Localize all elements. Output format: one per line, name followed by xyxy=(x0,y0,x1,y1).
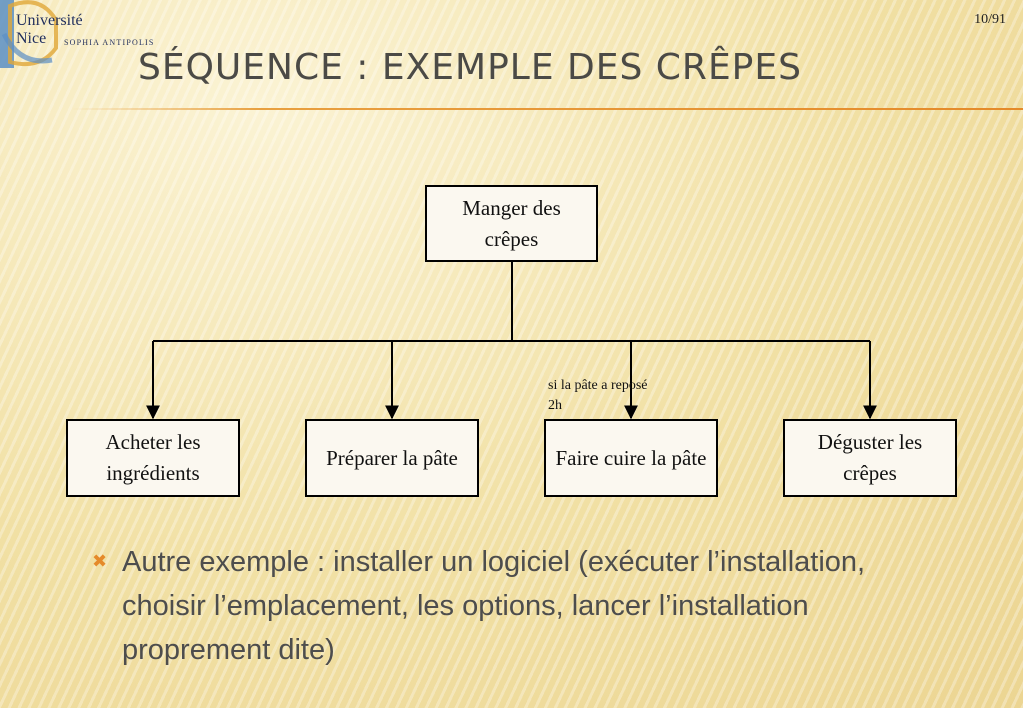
logo-line-nice: Nice xyxy=(16,30,47,47)
university-logo-mark-icon xyxy=(0,0,58,68)
node-deguster: Déguster les crêpes xyxy=(783,419,957,497)
slide-title: SÉQUENCE : EXEMPLE DES CRÊPES xyxy=(138,47,802,88)
node-faire-cuire: Faire cuire la pâte xyxy=(544,419,718,497)
title-underline xyxy=(70,108,1023,110)
node-preparer: Préparer la pâte xyxy=(305,419,479,497)
condition-label: si la pâte a reposé 2h xyxy=(548,378,648,413)
node-root: Manger des crêpes xyxy=(425,185,598,262)
bullet-text: Autre exemple : installer un logiciel (e… xyxy=(122,546,866,666)
page-number: 10/91 xyxy=(974,12,1006,27)
logo-line-universite: Université xyxy=(16,12,83,29)
logo-subtitle: SOPHIA ANTIPOLIS xyxy=(64,38,155,47)
node-acheter: Acheter les ingrédients xyxy=(66,419,240,497)
university-logo: Université Nice SOPHIA ANTIPOLIS xyxy=(0,0,180,68)
cross-bullet-icon: ✖ xyxy=(92,551,108,571)
